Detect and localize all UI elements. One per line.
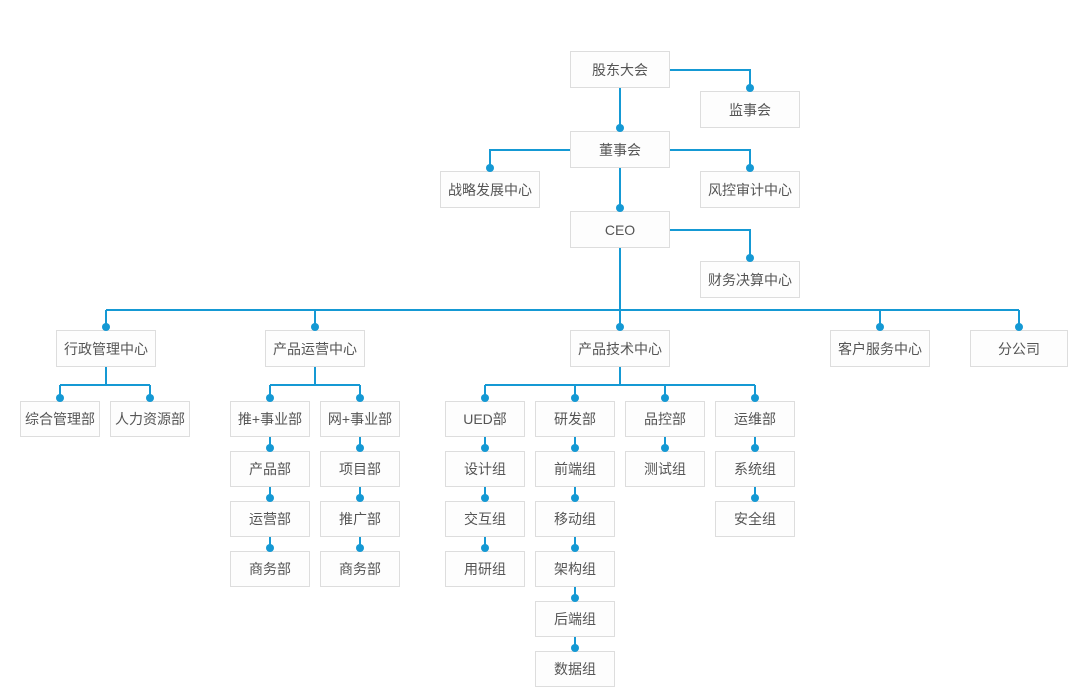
org-node-customer-service-center: 客户服务中心 xyxy=(830,330,930,367)
org-node-hr-dept: 人力资源部 xyxy=(110,401,190,437)
org-node-branch-company: 分公司 xyxy=(970,330,1068,367)
org-node-ceo: CEO xyxy=(570,211,670,248)
org-node-qc-dept: 品控部 xyxy=(625,401,705,437)
org-node-promotion-dept: 推广部 xyxy=(320,501,400,537)
org-node-business-dept-tui: 商务部 xyxy=(230,551,310,587)
org-node-architecture-group: 架构组 xyxy=(535,551,615,587)
org-node-product-dept: 产品部 xyxy=(230,451,310,487)
org-node-rnd-dept: 研发部 xyxy=(535,401,615,437)
org-node-shareholders-meeting: 股东大会 xyxy=(570,51,670,88)
org-node-security-group: 安全组 xyxy=(715,501,795,537)
org-node-project-dept: 项目部 xyxy=(320,451,400,487)
org-node-board-of-directors: 董事会 xyxy=(570,131,670,168)
org-node-business-dept-wang: 商务部 xyxy=(320,551,400,587)
org-node-interaction-group: 交互组 xyxy=(445,501,525,537)
org-node-finance-center: 财务决算中心 xyxy=(700,261,800,298)
org-node-frontend-group: 前端组 xyxy=(535,451,615,487)
org-node-mobile-group: 移动组 xyxy=(535,501,615,537)
org-node-test-group: 测试组 xyxy=(625,451,705,487)
org-node-strategy-center: 战略发展中心 xyxy=(440,171,540,208)
org-node-risk-audit-center: 风控审计中心 xyxy=(700,171,800,208)
org-node-wang-division: 网+事业部 xyxy=(320,401,400,437)
org-node-product-tech-center: 产品技术中心 xyxy=(570,330,670,367)
org-node-product-ops-center: 产品运营中心 xyxy=(265,330,365,367)
org-node-data-group: 数据组 xyxy=(535,651,615,687)
org-node-backend-group: 后端组 xyxy=(535,601,615,637)
org-node-supervisory-board: 监事会 xyxy=(700,91,800,128)
org-node-design-group: 设计组 xyxy=(445,451,525,487)
org-node-system-group: 系统组 xyxy=(715,451,795,487)
org-node-ops-dept: 运维部 xyxy=(715,401,795,437)
org-node-ued-dept: UED部 xyxy=(445,401,525,437)
org-node-operation-dept: 运营部 xyxy=(230,501,310,537)
org-node-general-admin-dept: 综合管理部 xyxy=(20,401,100,437)
org-node-admin-center: 行政管理中心 xyxy=(56,330,156,367)
org-node-user-research-group: 用研组 xyxy=(445,551,525,587)
org-node-tui-division: 推+事业部 xyxy=(230,401,310,437)
